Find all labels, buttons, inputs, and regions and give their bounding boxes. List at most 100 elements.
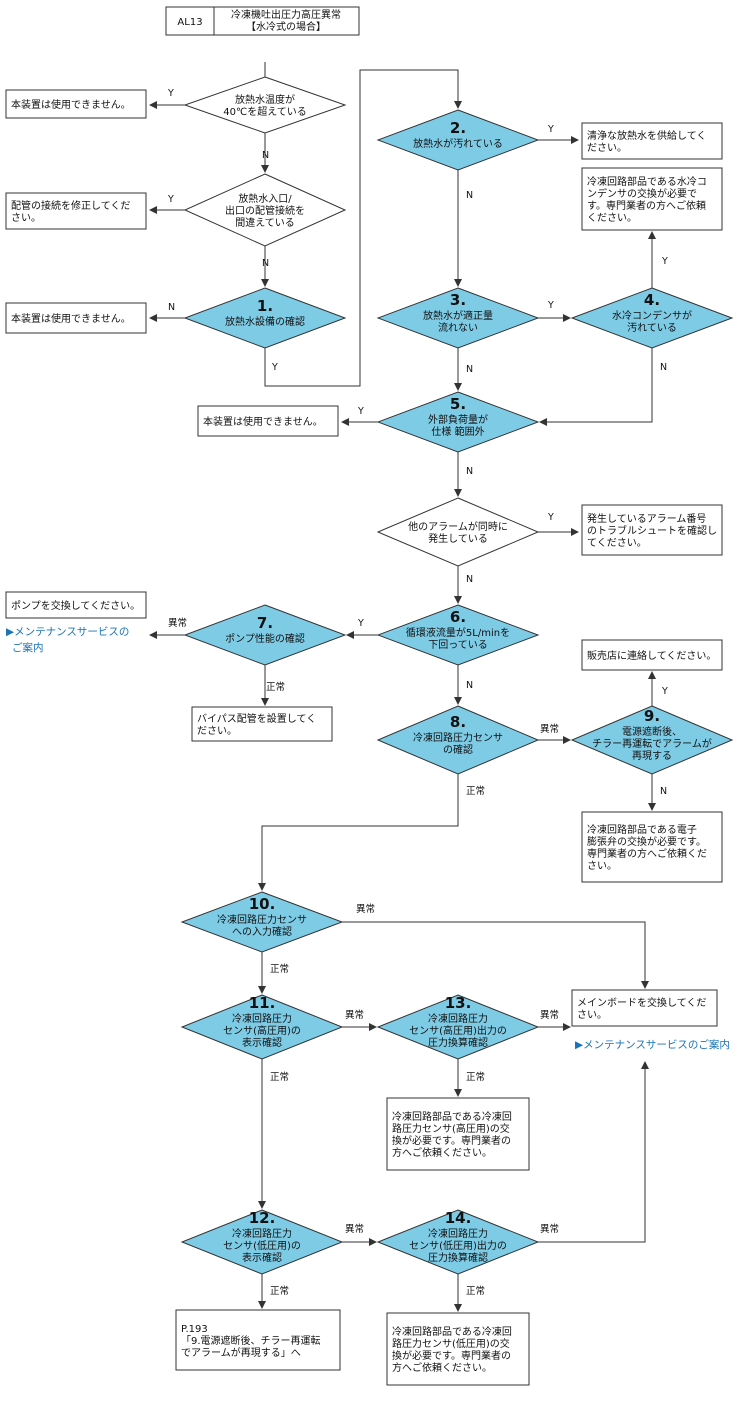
connector-d14-abn xyxy=(538,1061,649,1243)
branch-label-y: Y xyxy=(661,256,668,267)
decision-text: 他のアラームが同時に xyxy=(408,520,508,533)
action-text: てください。 xyxy=(587,537,647,549)
decision-d13 xyxy=(376,994,540,1060)
action-b_pump xyxy=(5,591,147,619)
decision-text: 外部負荷量が xyxy=(428,413,488,426)
decision-d7 xyxy=(183,604,347,666)
action-text: ンデンサの交換が必要で xyxy=(587,187,697,200)
branch-label-y: Y xyxy=(357,618,364,629)
action-text: ださい。 xyxy=(587,142,627,154)
decision-d2 xyxy=(376,109,540,171)
decision-text: チラー再運転でアラームが xyxy=(592,737,712,750)
branch-label-normal: 正常 xyxy=(466,785,485,797)
action-b_alarm xyxy=(581,504,723,556)
branch-label-normal: 正常 xyxy=(466,1071,485,1083)
step-number: 7. xyxy=(257,614,273,632)
decision-text: 冷凍回路圧力 xyxy=(428,1012,488,1025)
action-b_sensor_hi xyxy=(386,1097,530,1171)
step-number: 10. xyxy=(249,895,276,913)
connector-d4-n xyxy=(539,348,653,426)
action-b_page xyxy=(175,1309,341,1371)
action-text: ださい。 xyxy=(197,725,237,737)
action-text: す。専門業者の方へご依頼 xyxy=(587,199,706,212)
action-text: ください。 xyxy=(587,212,637,224)
decision-d4 xyxy=(570,287,734,349)
decision-d12 xyxy=(180,1209,344,1275)
step-number: 1. xyxy=(257,297,273,315)
decision-d11 xyxy=(180,994,344,1060)
action-text: 清浄な放熱水を供給してく xyxy=(587,129,706,142)
decision-text: 冷凍回路圧力 xyxy=(428,1227,488,1240)
decision-text: 冷凍回路圧力 xyxy=(232,1227,292,1240)
action-b_condenser xyxy=(581,167,723,231)
action-text: 換が必要です。専門業者の xyxy=(392,1349,511,1362)
action-text: 路圧力センサ(高圧用)の交 xyxy=(392,1122,510,1135)
decision-text: 40℃を超えている xyxy=(223,105,306,118)
decision-text: センサ(低圧用)の xyxy=(223,1239,301,1252)
step-number: 9. xyxy=(644,707,660,725)
action-b_unusable1 xyxy=(5,89,147,119)
action-text: 本装置は使用できません。 xyxy=(11,98,131,111)
branch-label-abnormal: 異常 xyxy=(345,1009,364,1021)
decision-d_pipe xyxy=(183,173,347,247)
action-text: 配管の接続を修正してくだ xyxy=(11,199,130,212)
branch-label-n: N xyxy=(262,258,269,269)
step-number: 11. xyxy=(249,994,276,1012)
decision-text: 圧力換算確認 xyxy=(428,1251,488,1264)
decision-d14 xyxy=(376,1209,540,1275)
maintenance-link[interactable]: ご案内 xyxy=(12,641,44,654)
action-text: バイパス配管を設置してく xyxy=(197,712,316,725)
decision-text: 流れない xyxy=(438,321,478,334)
branch-label-y: Y xyxy=(547,300,554,311)
step-number: 2. xyxy=(450,119,466,137)
alarm-code: AL13 xyxy=(177,17,202,28)
decision-text: 循環液流量が5L/minを xyxy=(406,626,510,639)
branch-label-y: Y xyxy=(547,124,554,135)
decision-text: 電源遮断後、 xyxy=(622,725,682,738)
branch-label-abnormal: 異常 xyxy=(345,1223,364,1235)
step-number: 5. xyxy=(450,395,466,413)
action-text: 膨張弁の交換が必要です。 xyxy=(587,835,706,848)
action-text: 冷凍回路部品である冷凍回 xyxy=(392,1325,512,1338)
decision-text: 圧力換算確認 xyxy=(428,1036,488,1049)
action-text: メインボードを交換してくだ xyxy=(577,996,706,1009)
decision-text: 再現する xyxy=(632,750,672,762)
action-text: 本装置は使用できません。 xyxy=(203,415,323,428)
maintenance-link[interactable]: ▶メンテナンスサービスのご案内 xyxy=(575,1038,730,1051)
branch-label-normal: 正常 xyxy=(270,963,289,975)
decision-text: 下回っている xyxy=(428,639,488,651)
step-number: 3. xyxy=(450,291,466,309)
decision-text: 放熱水入口/ xyxy=(238,192,292,205)
branch-label-abnormal: 異常 xyxy=(540,1223,559,1235)
action-b_dealer xyxy=(581,639,723,671)
decision-d_temp xyxy=(183,76,347,134)
branch-label-abnormal: 異常 xyxy=(540,1009,559,1021)
decision-text: 放熱水設備の確認 xyxy=(225,315,305,328)
decision-text: 表示確認 xyxy=(242,1036,282,1049)
decision-d_other xyxy=(376,497,540,567)
branch-label-n: N xyxy=(466,190,473,201)
action-text: さい。 xyxy=(587,860,617,872)
action-text: ポンプを交換してください。 xyxy=(11,599,140,612)
decision-text: センサ(高圧用)出力の xyxy=(409,1024,507,1037)
maintenance-link[interactable]: ▶メンテナンスサービスの xyxy=(6,626,129,638)
decision-text: の確認 xyxy=(443,743,473,756)
decision-d10 xyxy=(180,891,344,953)
decision-text: 放熱水が汚れている xyxy=(413,137,503,150)
decision-text: センサ(低圧用)出力の xyxy=(409,1239,507,1252)
decision-text: 出口の配管接続を xyxy=(225,204,305,217)
decision-d5 xyxy=(376,391,540,453)
branch-label-n: N xyxy=(466,466,473,477)
branch-label-abnormal: 異常 xyxy=(168,617,187,629)
action-text: 冷凍回路部品である水冷コ xyxy=(587,175,707,188)
branch-label-abnormal: 異常 xyxy=(356,903,375,915)
action-text: P.193 xyxy=(181,1324,208,1335)
branch-label-n: N xyxy=(262,150,269,161)
action-text: 冷凍回路部品である電子 xyxy=(587,823,697,836)
action-b_mainboard xyxy=(571,989,718,1027)
decision-text: 汚れている xyxy=(627,321,677,334)
decision-d3 xyxy=(376,287,540,349)
step-number: 14. xyxy=(445,1209,472,1227)
decision-text: 水冷コンデンサが xyxy=(612,309,692,322)
action-text: 方へご依頼ください。 xyxy=(392,1361,492,1374)
